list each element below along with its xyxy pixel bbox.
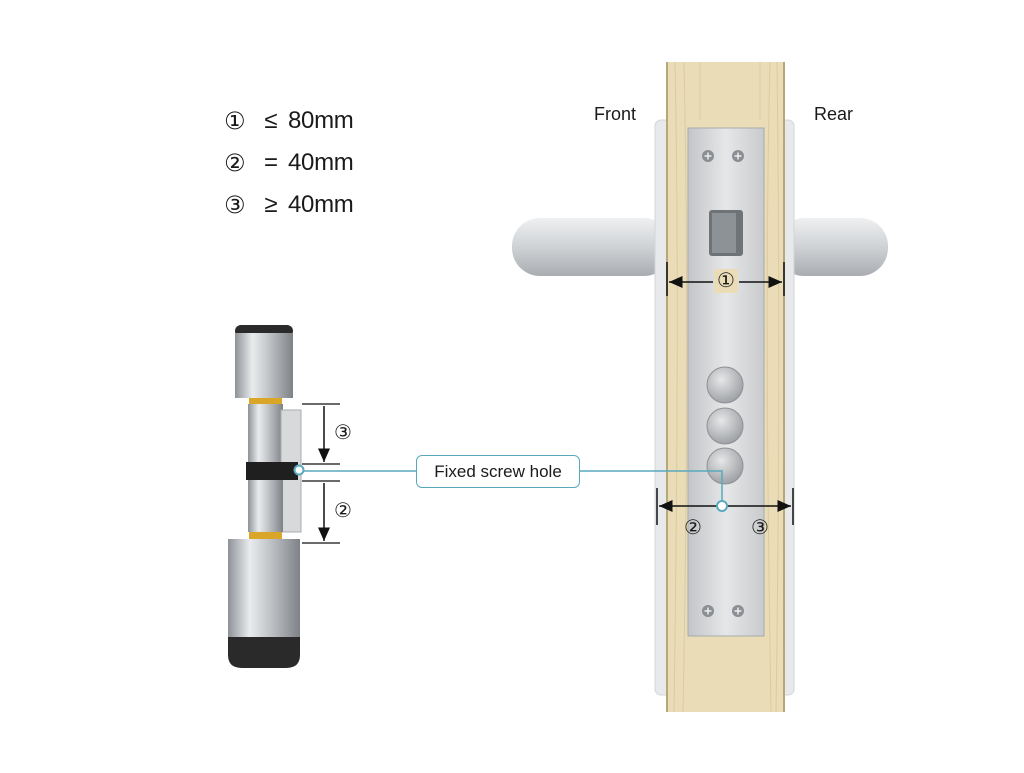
legend-row: ③ ≥ 40mm <box>224 184 424 226</box>
legend-operator: = <box>263 149 278 176</box>
legend-number: ① <box>224 107 246 135</box>
rear-label: Rear <box>814 104 854 124</box>
cross-head-screw-icon <box>702 150 744 617</box>
size-legend: ① ≤ 80mm ② = 40mm ③ ≥ 40mm <box>224 100 424 226</box>
front-offset-dim-label: ② <box>684 517 702 539</box>
legend-operator: ≥ <box>264 191 278 218</box>
rear-handle <box>776 119 888 696</box>
lock-faceplate <box>687 127 765 637</box>
legend-row: ① ≤ 80mm <box>224 100 424 142</box>
cylinder-lower-dim-label: ② <box>334 500 352 522</box>
door-width-dimension <box>666 262 785 296</box>
legend-value: 80mm <box>288 107 354 134</box>
legend-row: ② = 40mm <box>224 142 424 184</box>
rear-offset-dim-label: ③ <box>751 517 769 539</box>
legend-operator: ≤ <box>264 107 278 134</box>
cylinder-upper-dim-label: ③ <box>334 422 352 444</box>
screw-position-dimension <box>656 488 794 525</box>
legend-value: 40mm <box>288 149 354 176</box>
cylinder-dimensions <box>302 403 340 544</box>
door-dim-label: ① <box>714 269 738 293</box>
legend-value: 40mm <box>288 191 354 218</box>
legend-number: ③ <box>224 191 246 219</box>
round-hole-icon <box>716 500 728 512</box>
callout-connector <box>304 470 723 500</box>
fixed-screw-hole-callout: Fixed screw hole <box>416 455 580 488</box>
lock-cylinder <box>228 325 305 668</box>
front-label: Front <box>594 104 637 124</box>
legend-number: ② <box>224 149 246 177</box>
front-handle <box>512 119 674 696</box>
